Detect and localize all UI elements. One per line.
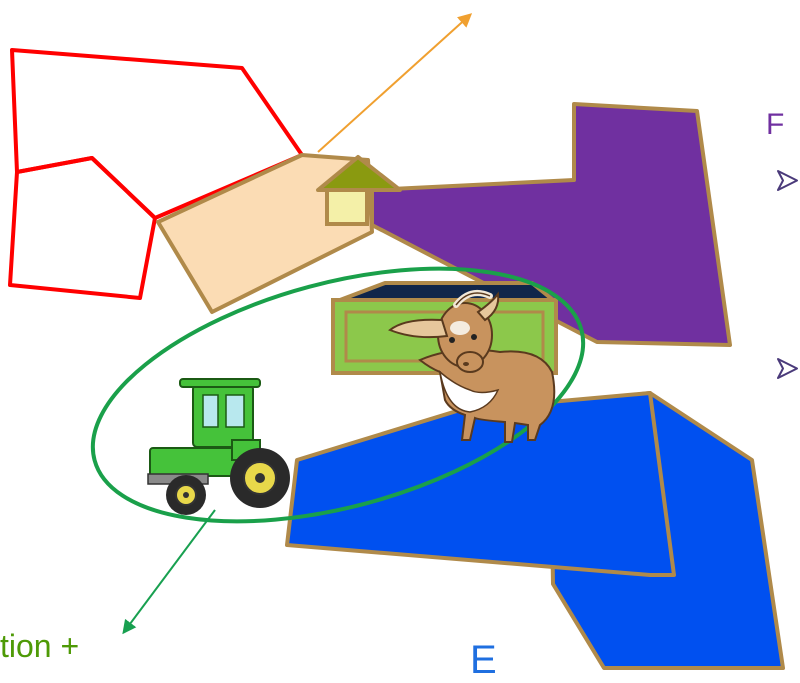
goat-icon [388, 290, 556, 443]
label-bottom-left: tion + [0, 628, 80, 664]
red-parcel-lower [8, 156, 157, 300]
chevron-bullet-icon [777, 358, 798, 379]
pink-parcel [156, 153, 374, 314]
green-arrow [122, 509, 216, 635]
orange-arrow [317, 13, 473, 153]
red-parcel-group [8, 48, 304, 300]
green-ellipse [90, 266, 586, 524]
chevron-bullet-icon [777, 170, 798, 191]
label-top-right: F [766, 108, 785, 141]
label-bottom-center: E [470, 638, 497, 682]
purple-parcel [370, 102, 732, 347]
tractor-icon [147, 378, 290, 515]
farmhouse-icon [316, 155, 402, 226]
